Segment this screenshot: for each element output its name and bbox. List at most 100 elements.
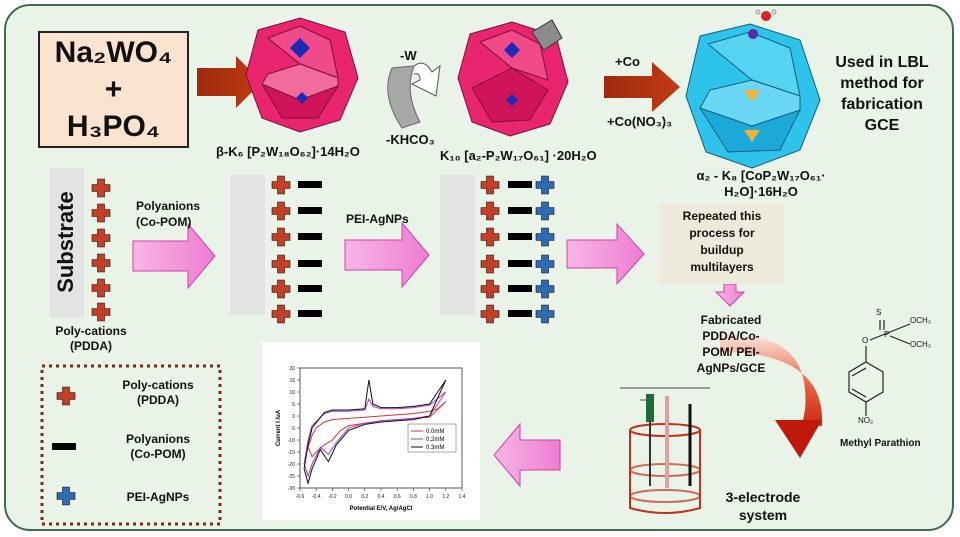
mp-no2: NO₂ [858,416,874,425]
cv-y-tick-label: -10 [288,438,295,444]
polyanions-step-line1: Polyanions [136,199,201,213]
reactant-h3po4: H₃PO₄ [66,110,161,143]
step1-minus-khco3: -KHCO₃ [386,132,435,147]
pei-agnps-mark [535,227,555,247]
cv-y-tick-label: -20 [288,462,295,468]
cv-series-lower-0.3mM [303,379,447,486]
cv-x-tick-label: 1.2 [442,494,449,500]
cv-y-axis-label: Current I /uA [276,409,282,446]
polyanion-mark [508,260,532,267]
mp-o: O [862,336,869,345]
three-electrode-line2: system [738,507,788,523]
mp-p: P [884,330,890,339]
polycation-mark [480,175,500,195]
arrow-down-fabricated [714,283,746,307]
beta-pom-cluster [245,17,359,133]
arrow-to-cv [493,422,561,488]
mp-name: Methyl Parathion [840,438,921,449]
co-pom-cluster [685,9,821,169]
cv-y-tick-label: -25 [288,474,295,480]
cv-y-tick-label: 15 [289,378,295,384]
cv-x-tick-label: 0.2 [361,494,368,500]
polycations-line1: Poly-cations [55,324,127,338]
cv-series-lower-0.2mM [303,391,447,478]
repeated-line1: Repeated this [682,209,762,223]
polycation-mark [91,278,111,298]
polyanion-mark [508,285,532,292]
cv-series-upper-0.2mM [303,391,447,465]
used-in-line4: GCE [864,117,900,134]
three-electrode-line1: 3-electrode [725,489,801,505]
polycations-line2: (PDDA) [70,339,112,353]
cv-series-upper-0.0mM [307,401,447,448]
polycation-mark [271,175,291,195]
cv-x-axis-label: Potential E/V, Ag/AgCl [350,506,413,512]
substrate-block [50,168,84,318]
polycation-mark [480,227,500,247]
mp-s: S [876,308,882,317]
polycation-mark [271,201,291,221]
polycation-mark [480,304,500,324]
polycation-mark [91,253,111,273]
polyanion-mark [508,310,532,317]
polycation-mark [480,201,500,221]
legend-polyanions-line1: Polyanions [125,432,190,446]
polyanion-mark [508,181,532,188]
legend-marks [52,386,76,506]
legend-polycations-line1: Poly-cations [122,378,194,392]
reference-electrode [665,396,669,488]
polyanion-mark [298,285,322,292]
pei-step-label: PEI-AgNPs [346,212,409,226]
polyanions-step-line2: (Co-POM) [136,215,192,229]
used-in-line1: Used in LBL [835,54,929,71]
polycation-mark [271,304,291,324]
legend-pei-label: PEI-AgNPs [126,490,190,504]
cv-x-tick-label: 0.6 [394,494,401,500]
working-electrode [646,394,654,422]
pei-agnps-mark [535,201,555,221]
cv-legend-label: 0.3mM [426,445,444,451]
polyanion-mark [508,207,532,214]
repeated-line4: multilayers [690,260,754,274]
legend-polyanions-line2: (Co-POM) [130,447,186,461]
cv-x-tick-label: 1.4 [459,494,466,500]
pei-agnps-mark [535,304,555,324]
cv-x-tick-label: 0.0 [345,494,352,500]
arrow-polyanions [132,222,216,290]
cv-x-tick-label: -0.2 [328,494,337,500]
substrate-label: Substrate [53,191,78,293]
step2-plus-co: +Co [615,54,640,69]
reactant-na2wo4: Na₂WO₄ [54,36,173,69]
label-alpha2-line2: H₂O]·16H₂O [724,184,798,199]
red-curved-arrow [720,335,823,442]
polyanion-mark [508,233,532,240]
curved-arrow-head [410,62,441,97]
cv-y-tick-label: -30 [288,486,295,492]
cv-x-tick-label: 0.4 [378,494,385,500]
polyanion-mark [298,310,322,317]
step1-minus-w: -W [400,48,417,63]
cv-y-tick-label: -5 [291,426,296,432]
legend-polyanion-mark [52,443,76,450]
arrow-pei [344,221,430,289]
polycation-mark [271,279,291,299]
polyanion-mark [298,260,322,267]
polycation-mark [271,254,291,274]
reactant-plus: + [104,73,123,106]
label-beta-k6: β-K₆ [P₂W₁₈O₆₂]·14H₂O [216,144,360,159]
cv-y-tick-label: 20 [289,366,295,372]
cv-y-tick-label: 5 [292,402,295,408]
polycation-mark [480,254,500,274]
polycation-mark [91,228,111,248]
repeated-box [660,204,784,284]
cv-y-tick-label: -15 [288,450,295,456]
cv-series-upper-0.3mM [303,379,447,469]
legend-pei-mark [56,486,76,506]
polycation-mark [91,302,111,322]
polyanion-mark [298,207,322,214]
curved-reaction-arrow [387,65,421,129]
cv-legend-label: 0.0mM [426,429,444,435]
pei-agnps-mark [535,279,555,299]
arrow-to-beta [197,56,262,108]
